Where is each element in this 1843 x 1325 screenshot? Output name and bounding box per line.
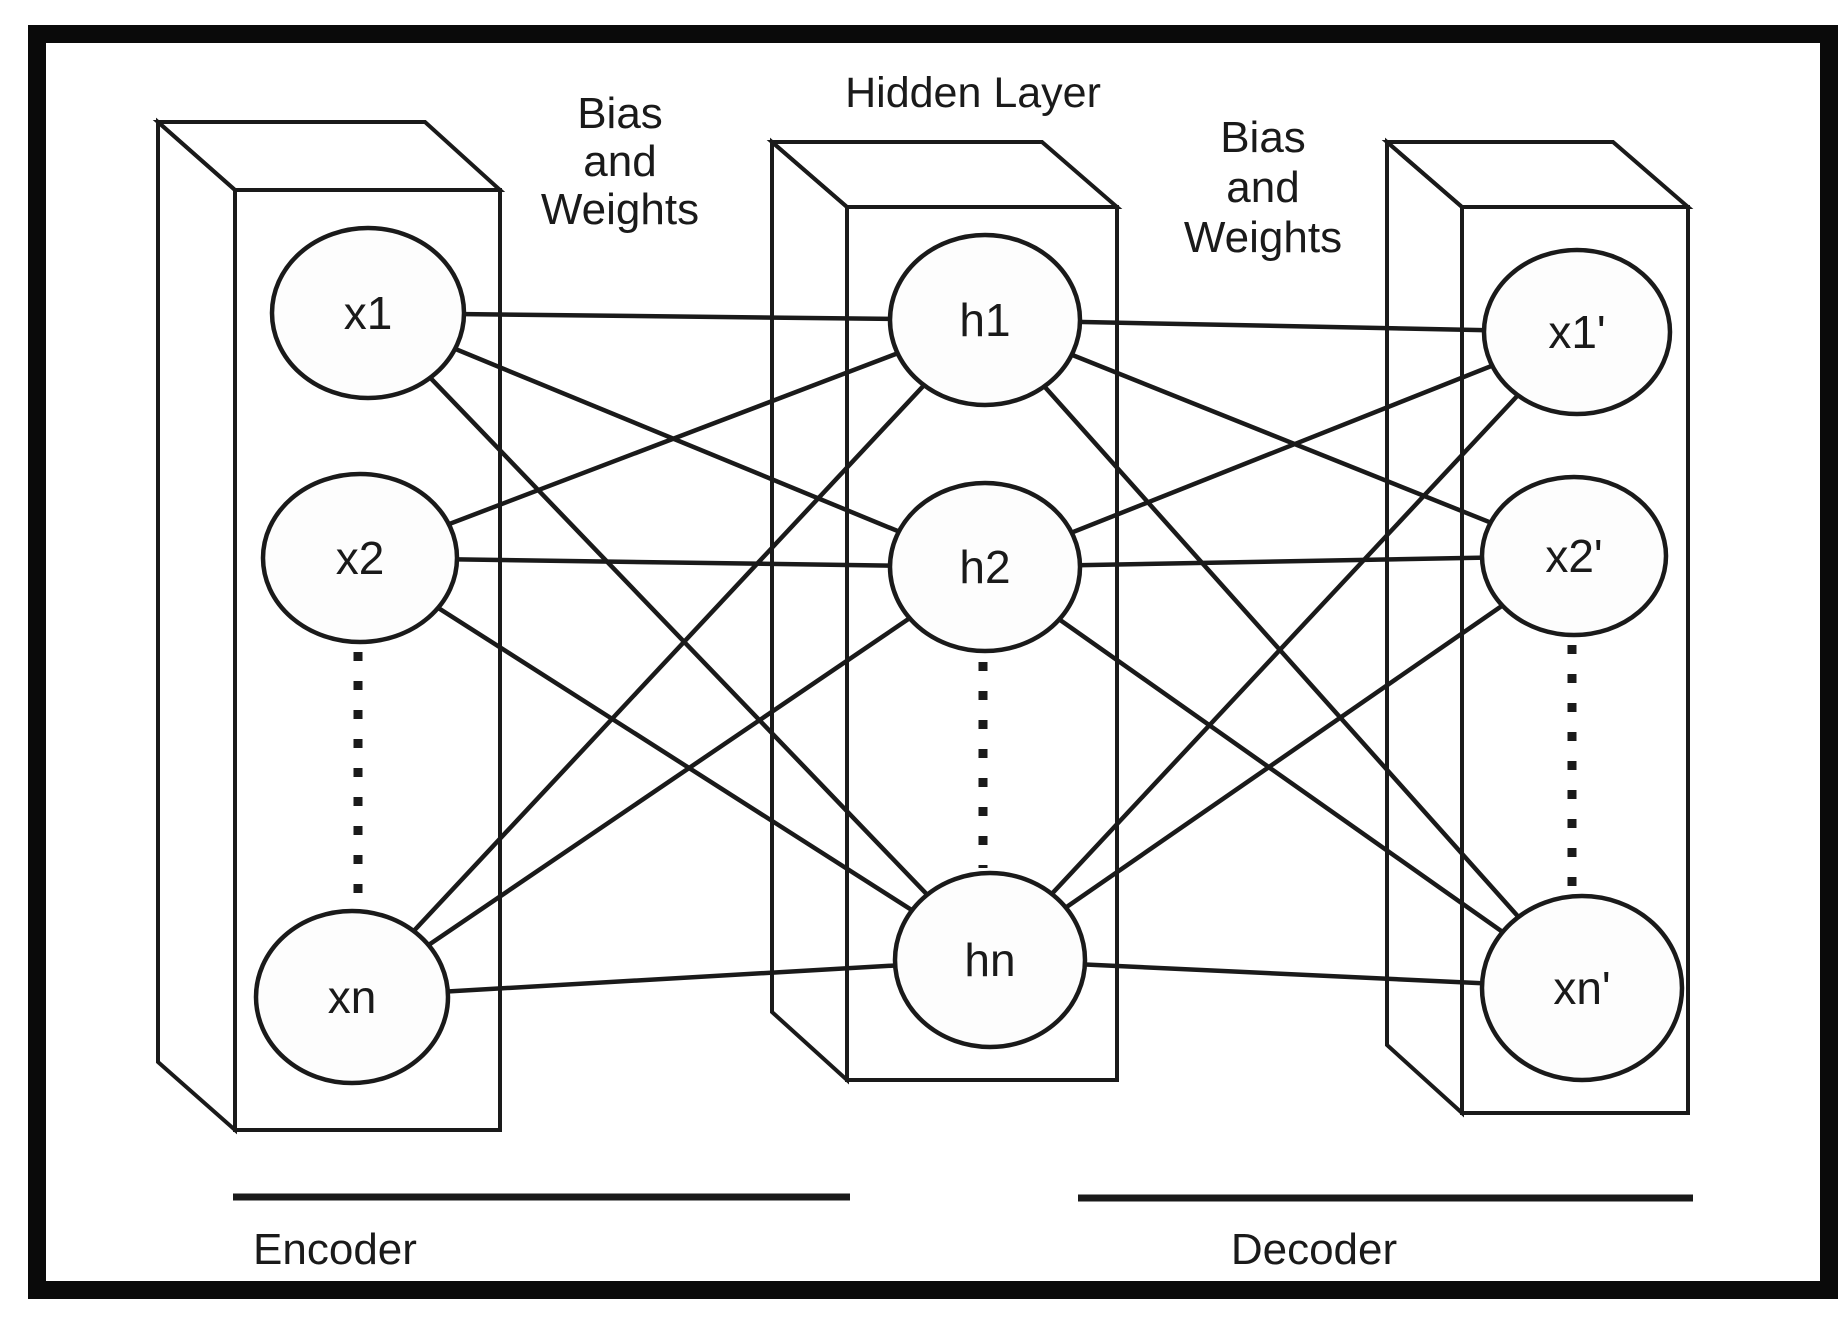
node-hn: hn — [892, 870, 1088, 1050]
node-x2: x2 — [260, 471, 460, 645]
output-box-front-face — [1460, 205, 1690, 1115]
hidden-box-top-face — [766, 140, 1123, 209]
node-x1-label: x1 — [344, 287, 393, 339]
hidden-to-output-connections — [983, 317, 1584, 991]
node-hn-label: hn — [964, 934, 1015, 986]
node-x2-prime: x2' — [1479, 474, 1669, 638]
input-box-side-face — [156, 117, 237, 1135]
bias-right-line3: Weights — [1184, 213, 1342, 262]
output-box-side-face — [1385, 137, 1464, 1118]
input-box-front-face — [233, 188, 502, 1132]
output-layer-nodes: x1' x2' xn' — [1479, 247, 1685, 1083]
decoder-section: Decoder — [1078, 1194, 1693, 1274]
bias-right-line2: and — [1226, 163, 1299, 212]
bias-left-line2: and — [583, 137, 656, 186]
input-to-hidden-connections — [350, 310, 992, 1000]
hidden-layer-box — [766, 137, 1123, 1085]
bias-weights-label-right: Bias and Weights — [1184, 113, 1342, 262]
node-x2-prime-label: x2' — [1545, 530, 1602, 582]
node-xn-prime-label: xn' — [1553, 962, 1610, 1014]
decoder-label: Decoder — [1231, 1225, 1397, 1274]
hidden-layer-title: Hidden Layer — [845, 69, 1101, 117]
outer-frame — [28, 25, 1838, 1299]
hidden-box-side-face — [770, 137, 849, 1085]
bias-right-line1: Bias — [1220, 113, 1306, 162]
hidden-box-front-face — [845, 205, 1119, 1082]
input-layer-box — [152, 117, 506, 1135]
bias-left-line1: Bias — [577, 89, 663, 138]
bias-weights-label-left: Bias and Weights — [541, 89, 699, 234]
node-h2: h2 — [887, 480, 1083, 654]
encoder-label: Encoder — [253, 1225, 417, 1274]
node-x1-prime: x1' — [1481, 247, 1673, 417]
node-xn-prime: xn' — [1479, 893, 1685, 1083]
node-h1: h1 — [887, 232, 1083, 408]
node-h1-label: h1 — [959, 294, 1010, 346]
encoder-section: Encoder — [233, 1193, 850, 1274]
input-box-top-face — [152, 120, 506, 192]
node-x2-label: x2 — [336, 532, 385, 584]
node-h2-label: h2 — [959, 541, 1010, 593]
node-xn: xn — [253, 908, 451, 1086]
hidden-layer-nodes: h1 h2 hn — [887, 232, 1088, 1050]
node-x1-prime-label: x1' — [1548, 306, 1605, 358]
node-xn-label: xn — [328, 971, 377, 1023]
output-layer-box — [1381, 137, 1694, 1118]
node-x1: x1 — [269, 225, 467, 401]
bias-left-line3: Weights — [541, 185, 699, 234]
output-box-top-face — [1381, 140, 1694, 209]
input-layer-nodes: x1 x2 xn — [253, 225, 467, 1086]
